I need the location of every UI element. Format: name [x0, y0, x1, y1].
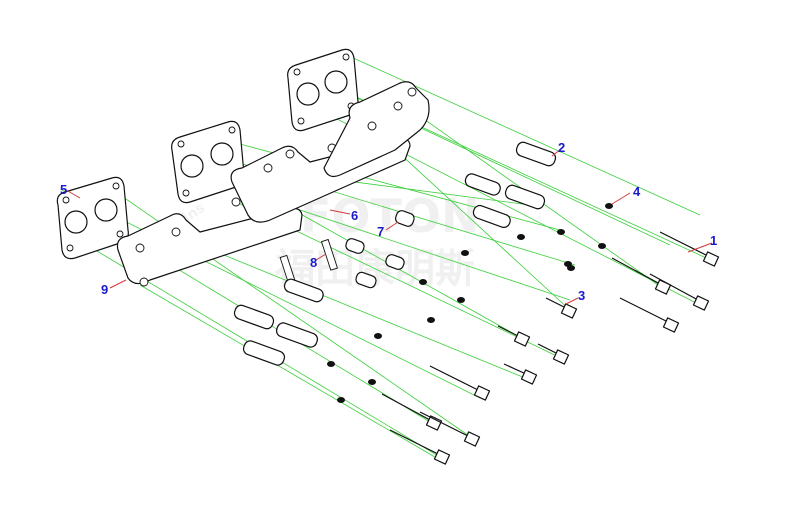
leader-lines [65, 149, 713, 305]
callout-9: 9 [101, 282, 108, 297]
callout-8: 8 [310, 255, 317, 270]
callout-3: 3 [578, 288, 585, 303]
callout-4: 4 [633, 184, 641, 199]
gasket-rear [287, 48, 359, 132]
bolts [381, 231, 720, 465]
callouts: 1 2 3 4 5 6 7 8 9 [60, 140, 717, 303]
watermark: FOTON 福田康明斯 cummins [141, 189, 479, 292]
spacer-sleeves [233, 141, 557, 366]
watermark-brand: FOTON [300, 189, 480, 243]
manifold-rear [323, 81, 430, 178]
callout-1: 1 [710, 233, 717, 248]
callout-5: 5 [60, 182, 67, 197]
callout-6: 6 [351, 208, 358, 223]
callout-2: 2 [558, 140, 565, 155]
callout-7: 7 [377, 224, 384, 239]
gasket-front [56, 176, 129, 260]
washers [327, 203, 613, 403]
gasket-middle [171, 120, 245, 204]
